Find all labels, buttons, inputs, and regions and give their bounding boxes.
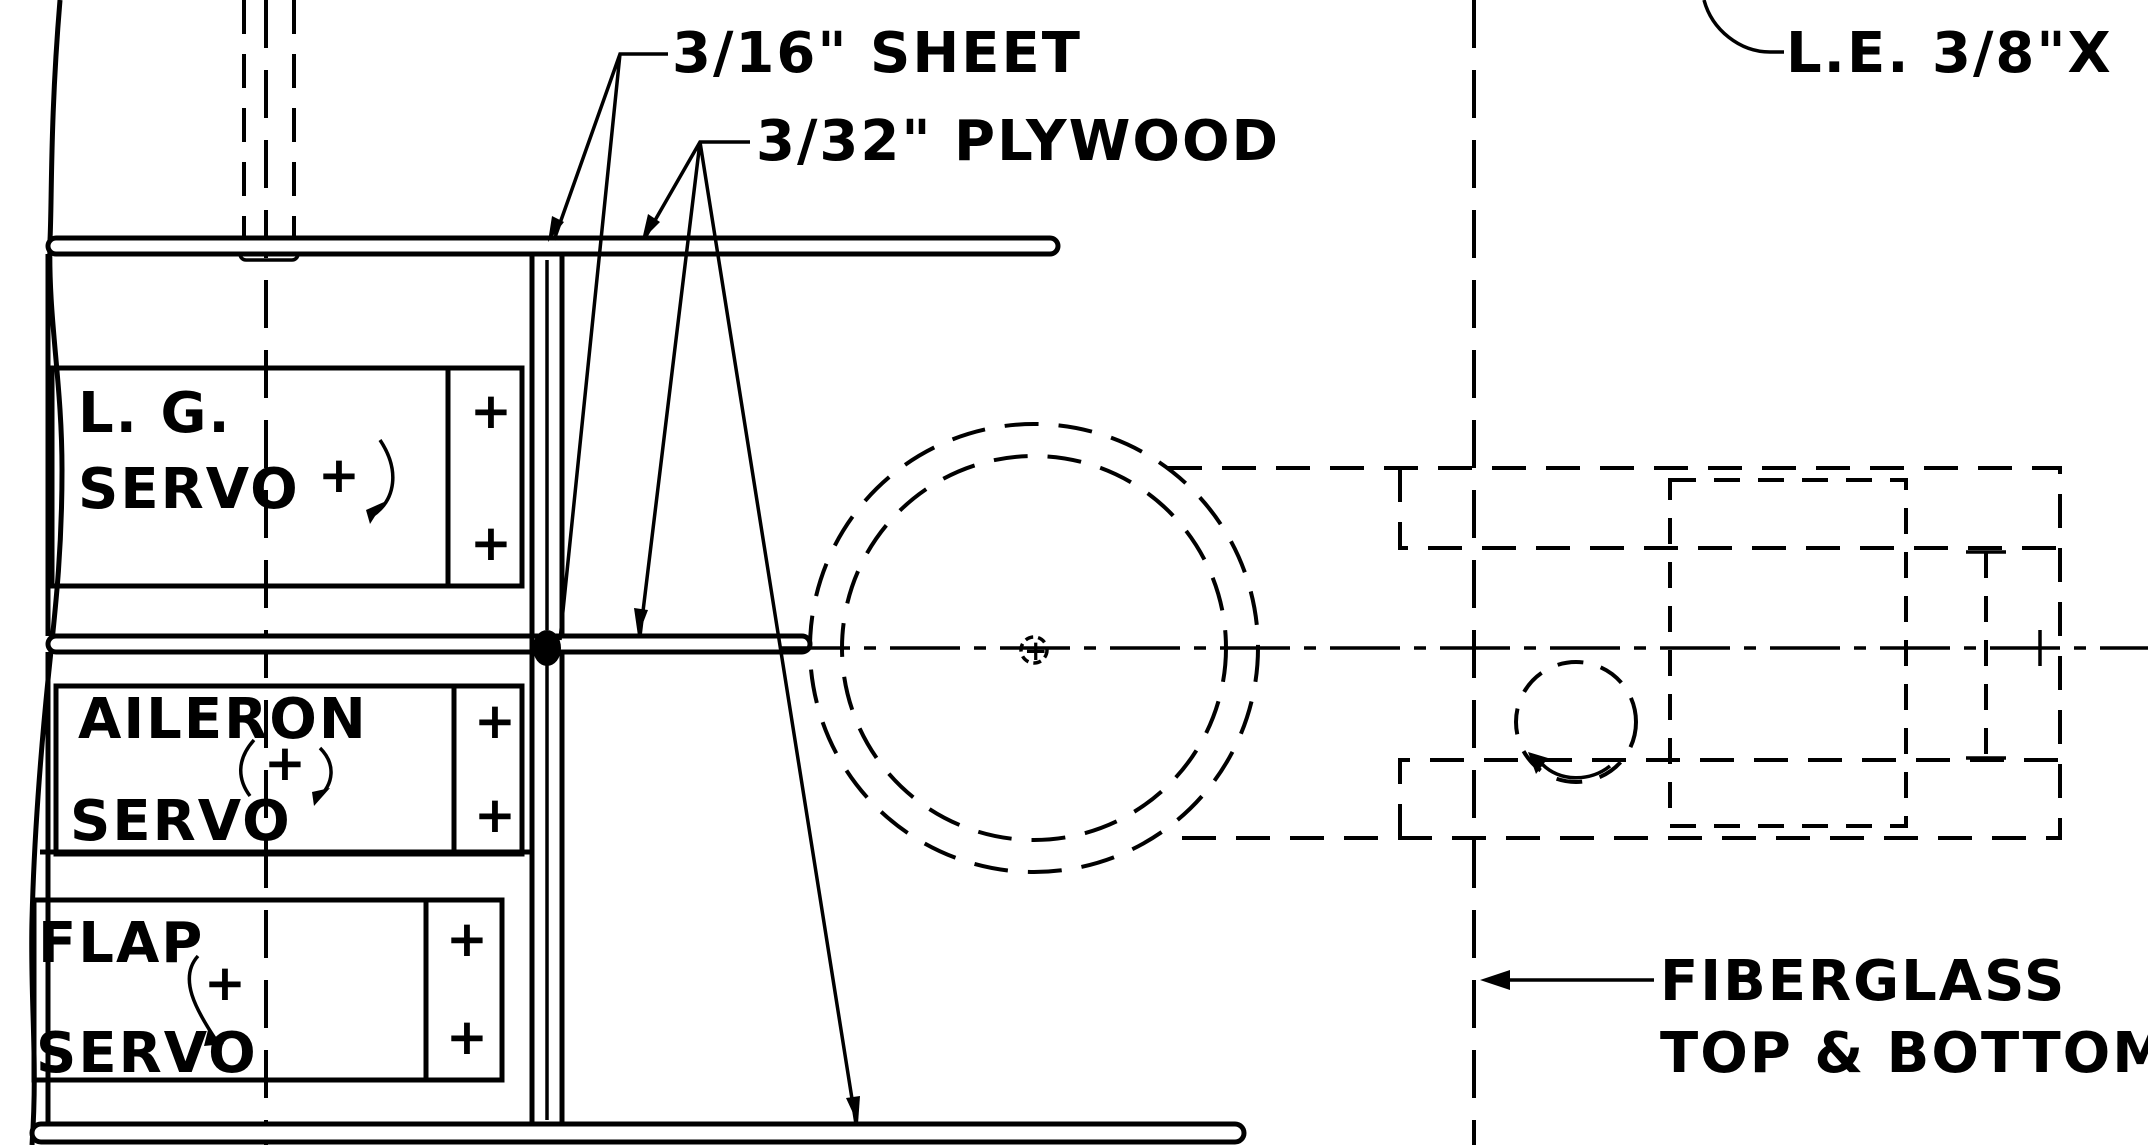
sheet-leader-arrow-1	[548, 216, 564, 242]
retract-pin-arrowhead	[1528, 752, 1548, 774]
lg-servo-rotation-arrow	[366, 502, 384, 524]
aileron-servo-mount-screw-bottom: +	[474, 786, 518, 844]
plywood-leader-arrow-middle	[634, 608, 648, 636]
flap-servo-mount-screw-top: +	[446, 910, 490, 968]
wheel-inner-hidden	[840, 454, 1228, 842]
aileron-servo-body	[53, 683, 525, 857]
plywood-label: 3/32" PLYWOOD	[756, 109, 1280, 174]
retract-pin-arrow	[1540, 762, 1612, 780]
flap-servo-rotation-arrow	[204, 1030, 224, 1046]
retract-outline-hidden	[1168, 466, 2062, 840]
bay-wall	[45, 254, 535, 1124]
retract-pivot-ticks	[1966, 550, 2006, 760]
retract-pin-hidden	[1514, 660, 1638, 784]
plywood-plate-bottom	[29, 1121, 1247, 1145]
flap-servo-label-line2: SERVO	[36, 1021, 258, 1086]
aileron-servo-label-line2: SERVO	[70, 789, 292, 854]
aileron-servo-mount-screw-top: +	[474, 692, 518, 750]
lg-servo-label-line2: SERVO	[78, 457, 300, 522]
lg-servo-label-line1: L. G.	[78, 381, 232, 446]
fiberglass-leader-arrow	[1480, 970, 1510, 990]
lg-servo-mount-screw-top: +	[470, 382, 514, 440]
aileron-servo-rotation-arc-left	[239, 738, 256, 798]
sheet-label: 3/16" SHEET	[672, 21, 1082, 86]
fiberglass-label-line1: FIBERGLASS	[1660, 949, 2066, 1014]
spar-junction	[533, 630, 561, 666]
flap-servo-mount-screw-bottom: +	[446, 1008, 490, 1066]
wheel-hub-mark: +	[1024, 634, 1049, 667]
wheel-outer-hidden	[808, 422, 1260, 874]
aileron-servo-output-mark: +	[264, 734, 308, 792]
lg-servo-mount-screw-bottom: +	[470, 514, 514, 572]
lg-servo-body	[49, 365, 525, 589]
flap-servo-body	[31, 897, 505, 1083]
retract-inner-box-hidden	[1668, 478, 1908, 828]
plywood-leader	[638, 140, 858, 1125]
flap-servo-rotation-arc	[187, 954, 218, 1041]
le-label: L.E. 3/8"X	[1786, 21, 2113, 86]
plywood-leader-arrow-bottom	[846, 1096, 860, 1124]
lg-servo-output-mark: +	[318, 446, 362, 504]
plywood-leader-arrow-top	[642, 214, 660, 240]
flap-servo-label-line1: FLAP	[38, 911, 204, 976]
aileron-servo-label-line1: AILERON	[78, 687, 368, 752]
aileron-servo-rotation-arrow	[312, 788, 330, 806]
wheel-hub	[1019, 635, 1049, 665]
fiberglass-label-line2: TOP & BOTTOM	[1660, 1021, 2148, 1086]
flap-servo-output-mark: +	[204, 954, 248, 1012]
le-leader	[1702, 0, 1784, 54]
sheet-leader	[552, 52, 668, 641]
plywood-plate-middle	[45, 633, 813, 655]
lg-servo-rotation-arc	[370, 439, 395, 518]
